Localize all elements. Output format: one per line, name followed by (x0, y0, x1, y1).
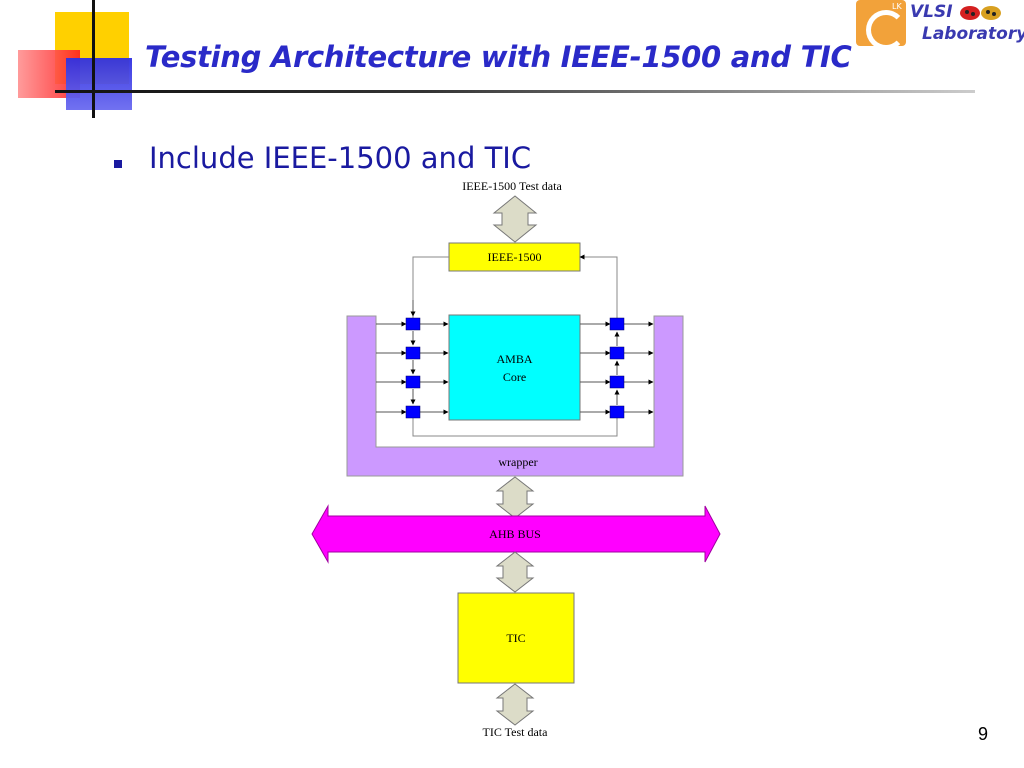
boundary-scan-cell (609, 375, 625, 389)
core-label-line2: Core (503, 370, 526, 384)
boundary-scan-cell (405, 317, 421, 331)
boundary-scan-cell (609, 346, 625, 360)
tic-test-data-label: TIC Test data (483, 725, 549, 739)
ahb-bus (311, 504, 721, 564)
bullet-item: Include IEEE-1500 and TIC (149, 141, 532, 175)
page-number: 9 (978, 724, 989, 744)
wrapper-bus-connector (495, 476, 535, 519)
bullet-marker-icon (114, 160, 122, 168)
logo-mark-text: LK (892, 2, 902, 11)
wrapper-label: wrapper (498, 455, 537, 469)
core-label-line1: AMBA (496, 352, 532, 366)
tic-io-arrow (495, 683, 535, 726)
bus-tic-connector (495, 551, 535, 593)
ieee-1500-block (448, 242, 581, 272)
boundary-scan-cell (405, 405, 421, 419)
ahb-bus-label: AHB BUS (489, 527, 541, 541)
slide-title: Testing Architecture with IEEE-1500 and … (145, 40, 852, 74)
boundary-scan-cell (405, 375, 421, 389)
boundary-scan-cell (609, 405, 625, 419)
tic-block-label: TIC (506, 631, 525, 645)
boundary-scan-cell (609, 317, 625, 331)
logo-text-line1: VLSI (910, 2, 953, 22)
wrapper (346, 315, 684, 477)
logo-text-line2: Laboratory (922, 24, 1024, 44)
boundary-cells (376, 300, 654, 419)
amba-core-block (448, 314, 581, 421)
ieee-io-arrow (492, 195, 538, 243)
ieee-1500-block-label: IEEE-1500 (488, 250, 542, 264)
ladybug-icon (960, 6, 1001, 20)
decor-vertical-line (92, 0, 95, 118)
vlsi-laboratory-logo: LK VLSI Laboratory (856, 0, 1024, 50)
logo-mark-icon: LK (856, 0, 906, 46)
boundary-scan-cell (405, 346, 421, 360)
title-underline (55, 90, 975, 93)
ieee-test-data-label: IEEE-1500 Test data (462, 179, 562, 193)
tic-block (457, 592, 575, 684)
decor-blue-square (66, 58, 132, 110)
